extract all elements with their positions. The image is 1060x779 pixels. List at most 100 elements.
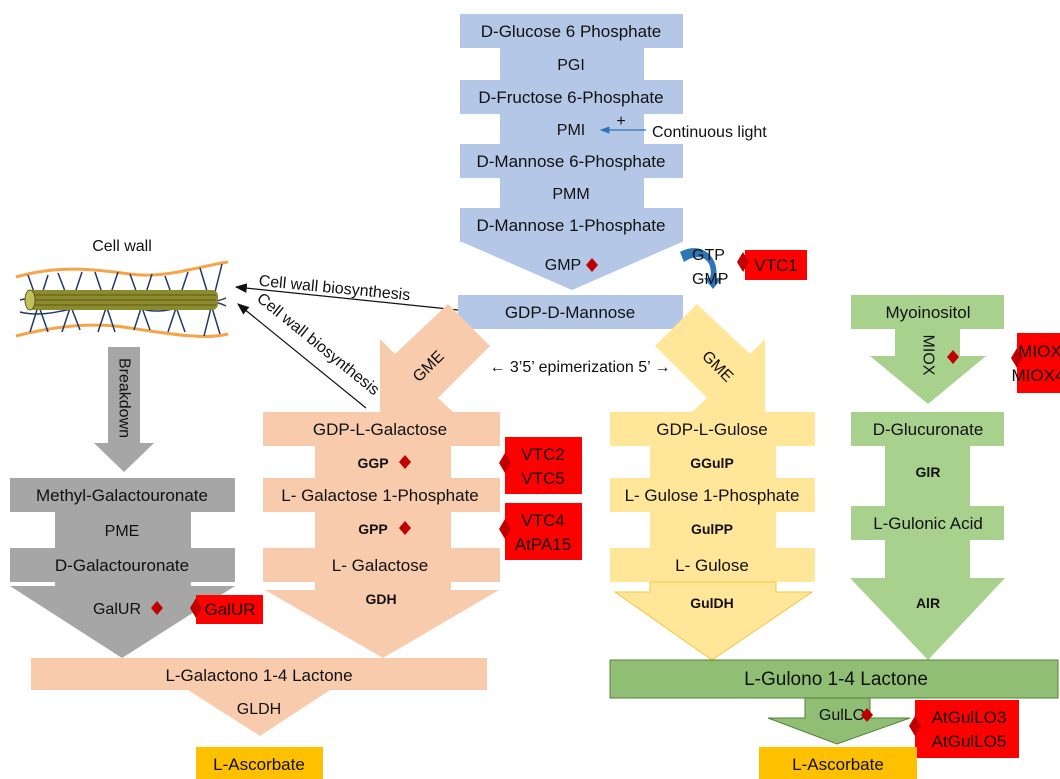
glucuronate-box xyxy=(851,412,1004,446)
cell-wall-title: Cell wall xyxy=(92,238,152,255)
ascorbate-right-box xyxy=(759,747,917,779)
miox-gene-label: MIOX xyxy=(1018,342,1060,361)
gdp-gulose-box xyxy=(610,412,815,446)
fructose6p-label: D-Fructose 6-Phosphate xyxy=(478,88,663,107)
ggulp-stem xyxy=(650,446,776,478)
pmi-label: PMI xyxy=(557,122,585,139)
vtc4-diamond-icon xyxy=(499,519,511,539)
galactose-box xyxy=(263,548,500,582)
vtc1-diamond-icon xyxy=(737,252,749,272)
biosynthesis-label-2: Cell wall biosynthesis xyxy=(253,290,382,399)
biosynthesis-label-1: Cell wall biosynthesis xyxy=(258,273,411,304)
mannose1p-box xyxy=(460,208,683,242)
glucuronate-label: D-Glucuronate xyxy=(873,420,984,439)
gme-right-arrow xyxy=(655,304,765,412)
gpp-stem xyxy=(315,512,451,548)
gulpp-stem xyxy=(650,512,776,548)
air-arrow xyxy=(850,540,1005,660)
galacturonate-pathway: Methyl-Galactouronate PME D-Galactourona… xyxy=(10,478,263,658)
vtc5-label: VTC5 xyxy=(521,469,564,488)
gpp-label: GPP xyxy=(358,521,388,537)
miox-gene-box xyxy=(1017,333,1060,393)
gir-label: GlR xyxy=(916,464,941,480)
miox-gene-diamond-icon xyxy=(1011,348,1023,368)
biosynthesis-arrow-1 xyxy=(234,283,459,311)
gulose-box xyxy=(610,548,815,582)
guldh-label: GulDH xyxy=(690,595,734,611)
galactose-pathway: GME GDP-L-Galactose GGP L- Galactose 1-P… xyxy=(31,304,582,779)
gulose-pathway: GME GDP-L-Gulose GGulP L- Gulose 1-Phosp… xyxy=(610,304,815,661)
gmp-enzyme-label: GMP xyxy=(545,257,581,274)
gdh-label: GDH xyxy=(365,591,396,607)
mannose1p-label: D-Mannose 1-Phosphate xyxy=(476,216,665,235)
mannose6p-box xyxy=(460,144,683,178)
vtc4-label: VTC4 xyxy=(521,511,564,530)
gullo-diamond-icon xyxy=(861,708,873,722)
gullo-arrow xyxy=(767,697,911,745)
gpp-diamond-icon xyxy=(399,521,411,535)
gtp-curve-arrow-icon xyxy=(680,248,722,289)
vtc1-label: VTC1 xyxy=(754,256,797,275)
vtc4-atpa15-box xyxy=(505,503,582,560)
gullo-enzyme-label: GulLO xyxy=(819,707,865,724)
miox-enzyme-label: MIOX xyxy=(920,335,937,376)
plus-label: + xyxy=(616,113,625,130)
gul1p-label: L- Gulose 1-Phosphate xyxy=(625,486,800,505)
gulono-label: L-Gulono 1-4 Lactone xyxy=(744,669,928,690)
cell-wall-bottom-line xyxy=(15,323,229,338)
myoinositol-box xyxy=(851,295,1004,329)
pmm-label: PMM xyxy=(552,186,589,203)
air-label: AlR xyxy=(916,595,940,611)
atgullo5-label: AtGulLO5 xyxy=(932,732,1007,751)
methyl-label: Methyl-Galactouronate xyxy=(36,486,208,505)
gulonic-box xyxy=(851,506,1004,540)
galactose-label: L- Galactose xyxy=(332,556,428,575)
fiber-end xyxy=(24,289,36,311)
miox-enzyme-diamond-icon xyxy=(947,350,959,364)
biosynthesis-arrow-2 xyxy=(237,303,367,409)
gulpp-label: GulPP xyxy=(691,521,733,537)
galactono-label: L-Galactono 1-4 Lactone xyxy=(165,666,352,685)
gdp-galactose-box xyxy=(263,412,500,446)
atgullo3-label: AtGulLO3 xyxy=(932,708,1007,727)
pgi-stem xyxy=(500,48,644,80)
ascorbate-right-label: L-Ascorbate xyxy=(792,755,884,774)
vtc2-diamond-icon xyxy=(499,453,511,473)
galur-gene-label: GalUR xyxy=(204,600,255,619)
gulose-label: L- Gulose xyxy=(675,556,749,575)
myoinositol-label: Myoinositol xyxy=(885,303,970,322)
pmm-stem xyxy=(500,178,644,208)
gmp-diamond-icon xyxy=(586,258,598,272)
vtc1-box xyxy=(745,250,807,280)
gldh-arrow xyxy=(188,690,330,736)
guldh-arrow xyxy=(613,581,814,661)
ggp-stem xyxy=(315,446,451,478)
gdp-gulose-label: GDP-L-Gulose xyxy=(656,420,767,439)
ggp-diamond-icon xyxy=(399,455,411,469)
mannose-pathway: D-Glucose 6 Phosphate PGI D-Fructose 6-P… xyxy=(458,14,807,329)
gme-left-arrow xyxy=(380,304,490,412)
gmp-label: GMP xyxy=(692,271,728,288)
gal1p-box xyxy=(263,478,500,512)
galur-arrow xyxy=(10,582,235,658)
mannose6p-label: D-Mannose 6-Phosphate xyxy=(476,152,665,171)
ggp-label: GGP xyxy=(357,455,388,471)
pgi-label: PGI xyxy=(557,57,585,74)
glucose6p-label: D-Glucose 6 Phosphate xyxy=(481,22,662,41)
glucose6p-box xyxy=(460,14,683,48)
d-galact-box xyxy=(10,548,235,582)
atgullo-box xyxy=(915,700,1019,758)
cell-wall-top-line xyxy=(15,260,229,279)
ascorbate-left-label: L-Ascorbate xyxy=(213,755,305,774)
vtc2-vtc5-box xyxy=(505,437,582,494)
galur-gene-box xyxy=(196,595,263,624)
breakdown-arrow xyxy=(94,347,154,472)
gdh-arrow xyxy=(265,582,499,658)
inositol-pathway: Myoinositol MIOX MIOX MIOX4 D-Glucuronat… xyxy=(609,295,1060,779)
d-galact-label: D-Galactouronate xyxy=(55,556,189,575)
cellulose-fiber-lines xyxy=(30,294,216,306)
atgullo-diamond-icon xyxy=(909,716,921,736)
fructose6p-box xyxy=(460,80,683,114)
pme-stem xyxy=(55,512,191,548)
